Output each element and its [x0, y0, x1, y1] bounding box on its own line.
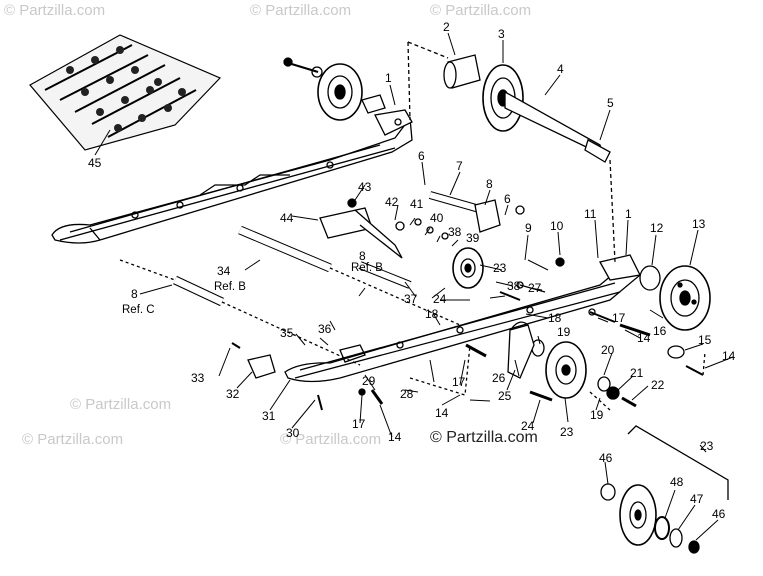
track-clip-sheet: [29, 34, 222, 151]
callout-8-center: 8: [359, 249, 366, 263]
callout-33: 33: [191, 371, 205, 385]
callout-2: 2: [443, 20, 450, 34]
callout-24-upper: 24: [433, 292, 447, 306]
ref-c-8: Ref. C: [122, 304, 155, 316]
ref-b-center: Ref. B: [351, 262, 383, 274]
ref-b-34: Ref. B: [214, 281, 246, 293]
watermark-top-left: © Partzilla.com: [4, 2, 105, 19]
callout-8-upper: 8: [486, 177, 493, 191]
callout-36: 36: [318, 322, 332, 336]
callout-41: 41: [410, 197, 424, 211]
callout-1-upper: 1: [385, 71, 392, 85]
callout-1-lower: 1: [625, 207, 632, 221]
callout-11: 11: [584, 207, 597, 221]
callout-28: 28: [400, 387, 414, 401]
callout-23-lower: 23: [560, 425, 574, 439]
callout-14-right: 14: [637, 331, 651, 345]
watermark-bottom-center: © Partzilla.com: [280, 431, 381, 448]
callout-48: 48: [670, 475, 684, 489]
callout-18-right: 18: [548, 311, 562, 325]
callout-15: 15: [698, 333, 712, 347]
callout-23-detail: 23: [700, 439, 714, 453]
callout-9: 9: [525, 221, 532, 235]
callout-46-left: 46: [599, 451, 613, 465]
callout-21: 21: [630, 366, 644, 380]
callout-17-center: 17: [452, 375, 466, 389]
callout-numbers: 1 2 3 4 5 6 7 8 6 9 10 11 1 12 13 43 42 …: [88, 20, 736, 521]
callout-17-right: 17: [612, 311, 626, 325]
callout-14-far: 14: [722, 349, 736, 363]
callout-23-upper: 23: [493, 261, 507, 275]
callout-46-right: 46: [712, 507, 726, 521]
wheel-detail-inset: [600, 425, 729, 554]
callout-38-lower: 38: [507, 279, 521, 293]
watermark-mid-left: © Partzilla.com: [70, 396, 171, 413]
callout-30: 30: [286, 426, 300, 440]
watermark-top-center: © Partzilla.com: [250, 2, 351, 19]
callout-39: 39: [466, 231, 480, 245]
callout-45: 45: [88, 156, 102, 170]
callout-37: 37: [404, 292, 418, 306]
callout-29: 29: [362, 374, 376, 388]
watermark-top-right: © Partzilla.com: [430, 2, 531, 19]
callout-31: 31: [262, 409, 276, 423]
callout-44: 44: [280, 211, 294, 225]
callout-47: 47: [690, 492, 704, 506]
callout-3: 3: [498, 27, 505, 41]
callout-4: 4: [557, 62, 564, 76]
callout-14-lower: 14: [388, 430, 402, 444]
callout-27: 27: [528, 281, 542, 295]
leader-lines: [94, 32, 734, 541]
callout-38-upper: 38: [448, 225, 462, 239]
callout-18-left: 18: [425, 307, 439, 321]
callout-6-left: 6: [418, 149, 425, 163]
left-slide-rail: [51, 109, 413, 244]
callout-13: 13: [692, 217, 706, 231]
callout-6-right: 6: [504, 192, 511, 206]
callout-19-upper: 19: [557, 325, 571, 339]
callout-35: 35: [280, 326, 294, 340]
callout-40: 40: [430, 211, 444, 225]
center-shafts: [119, 191, 565, 366]
callout-42: 42: [385, 195, 399, 209]
callout-8-left: 8: [131, 287, 138, 301]
rear-axle-assembly: [283, 41, 616, 263]
callout-34: 34: [217, 264, 231, 278]
callout-22: 22: [651, 378, 665, 392]
callout-20: 20: [601, 343, 615, 357]
callout-19-lower: 19: [590, 408, 604, 422]
callout-24-lower: 24: [521, 419, 535, 433]
callout-43: 43: [358, 180, 372, 194]
callout-12: 12: [650, 221, 664, 235]
idler-wheels: [231, 247, 711, 411]
watermark-center: © Partzilla.com: [430, 429, 538, 446]
callout-5: 5: [607, 96, 614, 110]
callout-25: 25: [498, 389, 512, 403]
watermark-bottom-left: © Partzilla.com: [22, 431, 123, 448]
callout-26: 26: [492, 371, 506, 385]
callout-32: 32: [226, 387, 240, 401]
callout-14-center: 14: [435, 406, 449, 420]
callout-7: 7: [456, 159, 463, 173]
callout-16: 16: [653, 324, 667, 338]
callout-10: 10: [550, 219, 564, 233]
watermarks: © Partzilla.com © Partzilla.com © Partzi…: [4, 2, 538, 448]
callout-17-lower: 17: [352, 417, 366, 431]
